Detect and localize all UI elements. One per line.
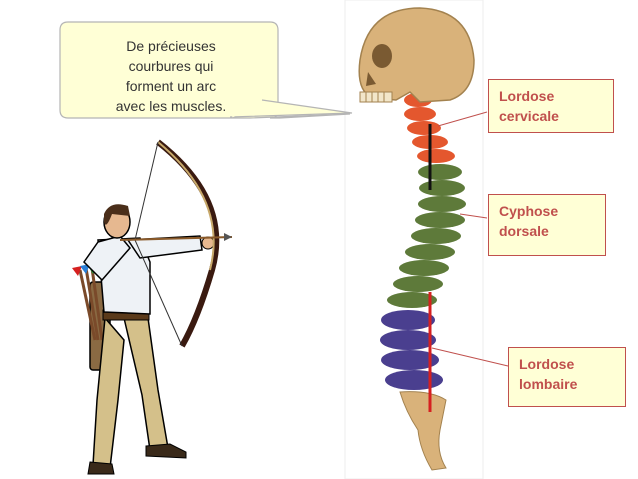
callout-bubble: [59, 21, 353, 119]
label-cyphose-dorsale: Cyphose dorsale: [488, 194, 606, 256]
sacrum: [399, 391, 447, 471]
label-lordose-cervicale: Lordose cervicale: [488, 79, 614, 133]
callout-line: forment un arc: [125, 78, 217, 94]
label-line: dorsale: [499, 223, 549, 239]
label-line: Cyphose: [499, 203, 559, 219]
cervical-vertebrae: [404, 93, 455, 163]
label-line: lombaire: [519, 376, 578, 392]
callout-line: avec les muscles.: [115, 98, 227, 114]
bow-icon: [119, 139, 233, 348]
label-line: cervicale: [499, 108, 559, 124]
callout-line: De précieuses: [126, 38, 216, 54]
label-lordose-lombaire: Lordose lombaire: [508, 347, 626, 407]
callout-line: courbures qui: [128, 58, 214, 74]
label-line: Lordose: [499, 88, 555, 104]
pointer-cervicale: [437, 111, 488, 127]
callout-text: De précieuses courbures qui forment un a…: [96, 36, 246, 116]
spine-icon: [380, 93, 466, 471]
label-line: Lordose: [519, 356, 575, 372]
pointer-dorsale: [459, 213, 488, 219]
pointer-lombaire: [431, 347, 509, 367]
archer-icon: [72, 204, 215, 475]
skull-icon: [358, 7, 475, 103]
